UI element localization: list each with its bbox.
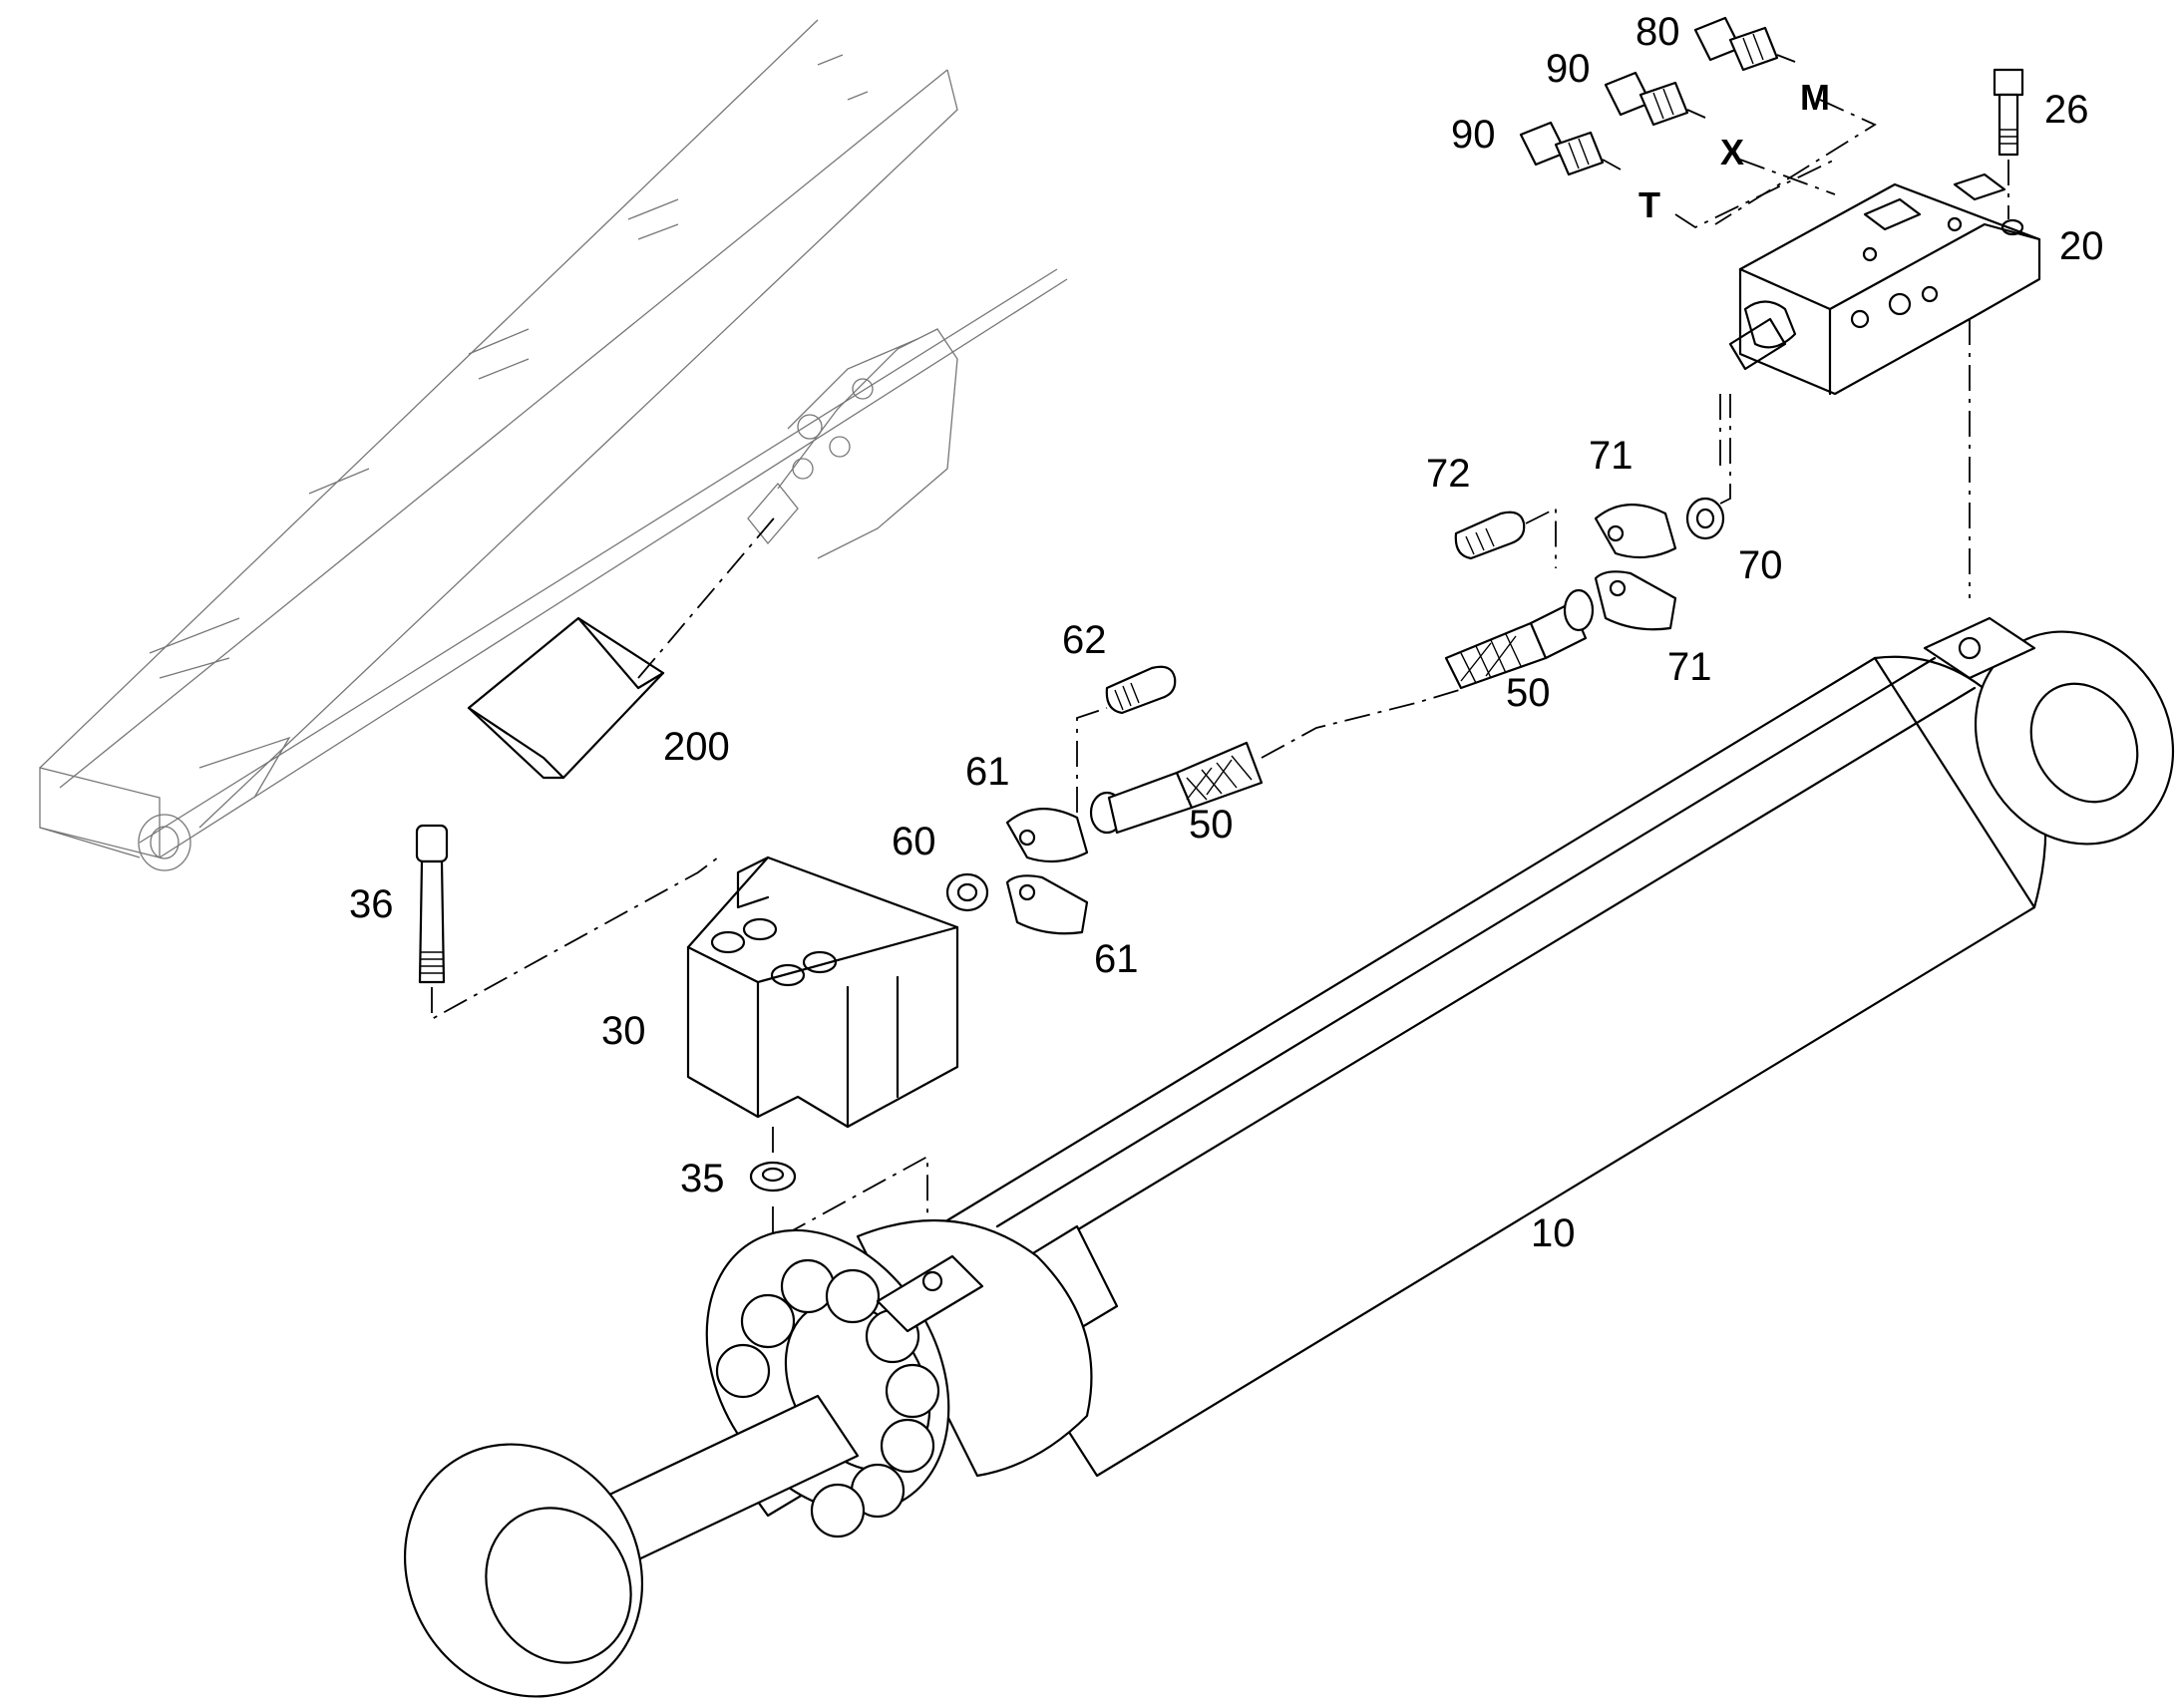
callout-90-upper: 90 xyxy=(1546,47,1591,91)
bolt-36 xyxy=(415,824,719,1021)
callout-30: 30 xyxy=(601,1009,646,1053)
boom-arm xyxy=(39,19,1068,871)
flange-61-upper xyxy=(1005,808,1089,863)
callout-61-upper: 61 xyxy=(965,750,1010,794)
screw-72 xyxy=(1454,507,1557,568)
fitting-80 xyxy=(1693,16,1796,72)
port-leader-lines xyxy=(1674,99,1877,229)
hydraulic-cylinder-10 xyxy=(403,616,2175,1698)
flange-61-lower xyxy=(1005,874,1089,935)
callout-50-lower: 50 xyxy=(1189,803,1234,847)
callout-36: 36 xyxy=(349,882,394,926)
flange-71-upper xyxy=(1594,504,1677,559)
bracket-200 xyxy=(467,512,779,780)
callout-200: 200 xyxy=(663,725,730,769)
callout-26: 26 xyxy=(2044,88,2089,132)
valve-block-20 xyxy=(1719,172,2041,598)
fitting-90-lower xyxy=(1519,121,1622,176)
pipe-50-upper xyxy=(1444,588,1595,690)
washer-60 xyxy=(945,872,989,912)
callout-35: 35 xyxy=(680,1157,725,1200)
port-label-t: T xyxy=(1638,184,1660,225)
block-30 xyxy=(686,855,959,1157)
washer-35 xyxy=(749,1155,928,1243)
screw-62 xyxy=(1076,665,1177,813)
port-label-x: X xyxy=(1720,132,1744,172)
callout-50-upper: 50 xyxy=(1506,671,1551,715)
callout-10: 10 xyxy=(1531,1211,1576,1255)
callout-90-lower: 90 xyxy=(1451,113,1496,157)
callout-20: 20 xyxy=(2059,224,2104,268)
flange-71-lower xyxy=(1594,570,1677,631)
bolt-26 xyxy=(1993,68,2024,219)
pipe-50-lower xyxy=(1089,687,1467,835)
callout-80: 80 xyxy=(1635,10,1680,54)
callout-71-upper: 71 xyxy=(1589,434,1634,478)
callout-72: 72 xyxy=(1426,452,1471,496)
callout-62: 62 xyxy=(1062,618,1107,662)
callout-70: 70 xyxy=(1738,543,1783,587)
cylinder-nuts xyxy=(715,1258,940,1538)
callout-60: 60 xyxy=(892,820,936,863)
washer-70 xyxy=(1685,394,1731,540)
fitting-90-upper xyxy=(1604,71,1706,127)
callout-71-lower: 71 xyxy=(1667,645,1712,689)
callout-61-lower: 61 xyxy=(1094,937,1139,981)
port-label-m: M xyxy=(1800,77,1830,118)
